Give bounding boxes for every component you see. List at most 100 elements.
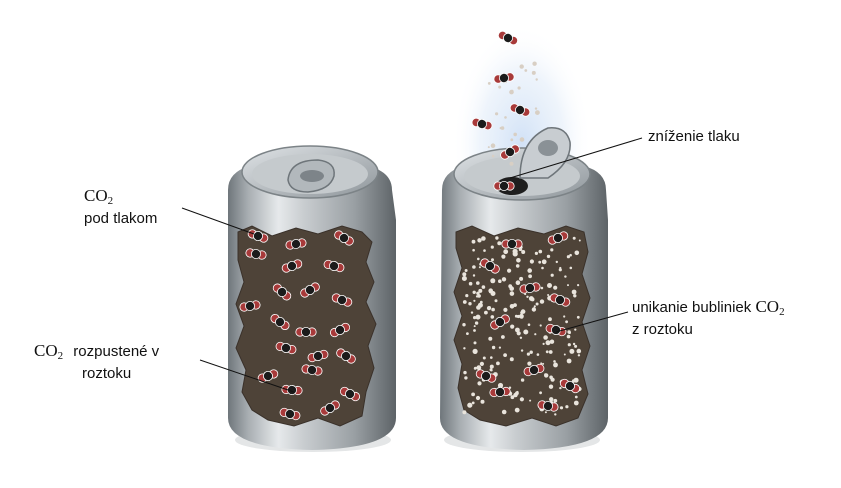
bubble (467, 402, 473, 408)
bubble (541, 259, 547, 265)
bubble (510, 395, 515, 400)
bubble (472, 290, 476, 294)
bubble (568, 331, 571, 334)
co2-molecule-icon (493, 181, 515, 191)
bubble (519, 64, 524, 69)
bubble (540, 286, 544, 290)
bubble (534, 107, 538, 110)
bubble (539, 299, 545, 304)
bubble (490, 356, 493, 359)
bubble (534, 251, 539, 255)
bubble (477, 302, 483, 308)
bubble (468, 281, 473, 286)
bubble (472, 265, 476, 269)
bubble (524, 69, 528, 72)
bubble (498, 85, 502, 89)
leader-line-pressure-drop (509, 137, 643, 179)
bubble (534, 333, 537, 336)
co2-molecule-icon (549, 293, 571, 307)
bubble (571, 289, 577, 295)
label-co2-under-pressure: CO2 pod tlakom (84, 187, 157, 228)
bubble (520, 378, 525, 382)
bubble (572, 236, 576, 240)
bubble (513, 132, 517, 137)
bubble (515, 280, 521, 286)
bubble (516, 390, 519, 394)
bubble (566, 255, 571, 259)
bubble (572, 342, 576, 346)
leader-line-pressure (181, 207, 255, 235)
bubble (481, 236, 486, 241)
bubble (490, 143, 496, 148)
bubble (515, 327, 520, 333)
bubble (510, 138, 514, 142)
bubble (542, 362, 545, 365)
co2-molecule-icon (471, 117, 493, 131)
pressure-drop-text: zníženie tlaku (648, 128, 740, 145)
bubble (523, 329, 529, 335)
bubble (488, 306, 491, 309)
bubble (538, 249, 543, 254)
bubble (569, 266, 573, 270)
bubble (470, 311, 474, 314)
bubble (536, 353, 540, 356)
bubble (527, 323, 531, 327)
bubble (497, 382, 504, 389)
bubble (504, 116, 507, 119)
bubble (565, 405, 569, 409)
bubble (472, 248, 475, 252)
bubble (498, 279, 502, 284)
bubble (576, 315, 580, 319)
bubble (476, 291, 480, 295)
bubble (559, 406, 564, 410)
right-can (440, 0, 608, 452)
leader-line-bubbles (555, 311, 629, 333)
co2-formula: CO2 (34, 341, 64, 363)
bubble (462, 300, 467, 304)
co2-molecule-icon (537, 400, 559, 412)
bubble (538, 260, 542, 264)
bubble (473, 325, 476, 328)
escaping-co2-molecules (471, 30, 581, 412)
bubble (491, 154, 495, 158)
co2-molecule-icon (300, 282, 320, 298)
bubble (543, 335, 548, 340)
bubble (528, 274, 532, 279)
co2-molecule-icon (497, 30, 519, 46)
bubble (499, 126, 502, 130)
bubble (526, 352, 531, 356)
bubble (553, 285, 558, 290)
bubble (490, 315, 495, 319)
bubble (466, 332, 469, 335)
bubble (563, 353, 566, 356)
bubble (539, 391, 542, 395)
co2-molecule-icon (281, 384, 303, 396)
co2-molecule-icon (334, 230, 354, 246)
bubble (476, 365, 482, 371)
bubble (509, 304, 515, 309)
bubble (574, 250, 580, 256)
bubble (478, 266, 481, 269)
bubble (547, 294, 550, 296)
co2-molecule-icon (270, 313, 290, 331)
bubble (490, 278, 496, 284)
bubble (482, 356, 486, 360)
co2-formula: CO2 (84, 186, 114, 208)
bubble (474, 366, 477, 370)
bubble (509, 291, 515, 296)
bubble (503, 353, 507, 357)
bubble (544, 411, 547, 414)
bubble (475, 314, 481, 320)
bubble (489, 364, 494, 369)
bubble (463, 370, 467, 375)
bubble (498, 346, 501, 349)
bubble (553, 360, 556, 363)
bubble (521, 250, 526, 254)
co2-molecule-icon (489, 386, 511, 398)
co2-molecule-icon (523, 363, 545, 377)
bubble (491, 258, 494, 262)
co2-molecule-icon (257, 369, 279, 383)
bubble (528, 296, 534, 301)
co2-molecule-icon (500, 144, 520, 160)
